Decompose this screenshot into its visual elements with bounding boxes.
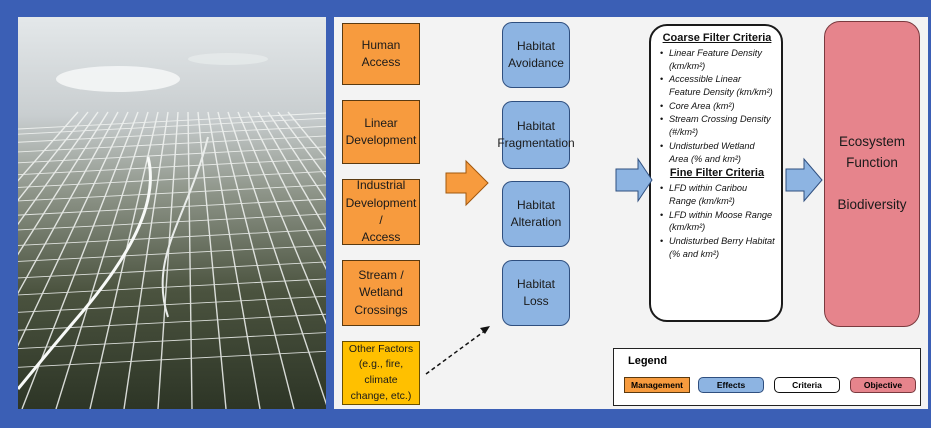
fine-criterion: LFD within Moose Range (km/km²) (660, 209, 775, 234)
fine-criterion: LFD within Caribou Range (km/km²) (660, 182, 775, 207)
management-human-access: Human Access (342, 23, 420, 85)
legend-effects: Effects (698, 377, 764, 393)
legend: Legend Management Effects Criteria Objec… (613, 348, 921, 406)
coarse-criterion: Stream Crossing Density (#/km²) (660, 113, 775, 138)
legend-management: Management (624, 377, 690, 393)
legend-objective: Objective (850, 377, 916, 393)
management-industrial-development: Industrial Development / Access (342, 178, 420, 245)
coarse-criterion: Accessible Linear Feature Density (km/km… (660, 73, 775, 98)
aerial-photo-image (18, 17, 326, 409)
fine-filter-title: Fine Filter Criteria (669, 167, 765, 180)
fine-criterion: Undisturbed Berry Habitat (% and km²) (660, 235, 775, 260)
objective-ecosystem-function: Ecosystem Function Biodiversity (824, 21, 920, 327)
dashed-arrow-head (480, 326, 490, 334)
coarse-criterion: Core Area (km²) (660, 100, 775, 113)
management-linear-development: Linear Development (342, 100, 420, 164)
dashed-arrow-other-factors (425, 329, 487, 375)
diagram-panel: Human Access Linear Development Industri… (334, 17, 928, 409)
effect-habitat-alteration: Habitat Alteration (502, 181, 570, 247)
legend-criteria: Criteria (774, 377, 840, 393)
coarse-filter-list: Linear Feature Density (km/km²) Accessib… (659, 47, 775, 165)
coarse-filter-title: Coarse Filter Criteria (662, 32, 772, 44)
coarse-criterion: Linear Feature Density (km/km²) (660, 47, 775, 72)
arrow-effects-to-criteria (615, 157, 653, 203)
effect-habitat-loss: Habitat Loss (502, 260, 570, 326)
fine-filter-list: LFD within Caribou Range (km/km²) LFD wi… (659, 182, 775, 260)
effect-habitat-avoidance: Habitat Avoidance (502, 22, 570, 88)
legend-title: Legend (628, 355, 668, 367)
arrows-layer (425, 157, 823, 375)
criteria-box: Coarse Filter Criteria Linear Feature De… (649, 24, 783, 322)
management-stream-wetland-crossings: Stream / Wetland Crossings (342, 260, 420, 326)
aerial-photo (18, 17, 326, 409)
arrow-management-to-effects (445, 159, 489, 207)
coarse-criterion: Undisturbed Wetland Area (% and km²) (660, 140, 775, 165)
other-factors-box: Other Factors (e.g., fire, climate chang… (342, 341, 420, 405)
effect-habitat-fragmentation: Habitat Fragmentation (497, 101, 575, 169)
arrow-criteria-to-objective (785, 157, 823, 203)
